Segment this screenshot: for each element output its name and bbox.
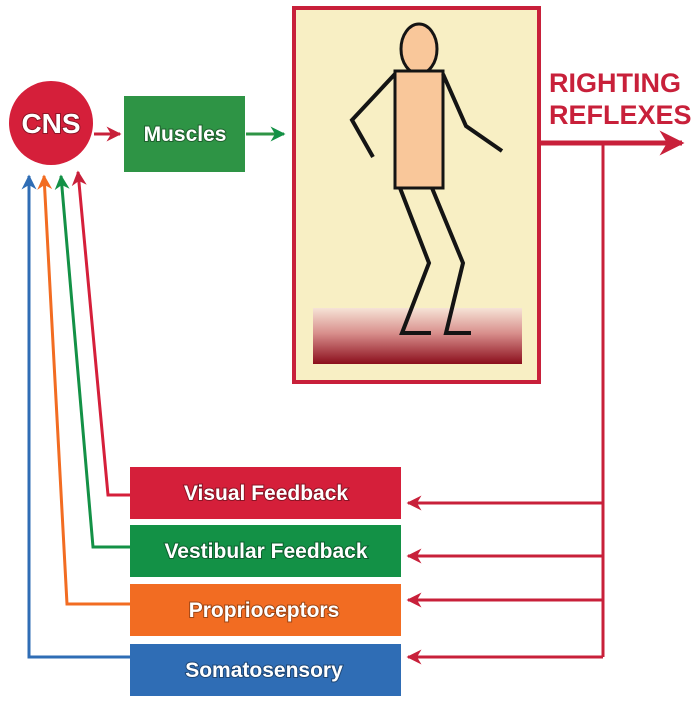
ground-surface xyxy=(313,308,522,364)
muscles-box xyxy=(124,96,245,172)
vestibular-box xyxy=(130,525,401,577)
righting-reflexes: RIGHTING REFLEXES xyxy=(539,68,692,156)
figure-left-leg xyxy=(398,187,432,335)
cns-node: CNS xyxy=(9,81,93,165)
somatosensory-return-arrow xyxy=(21,174,131,659)
feedback-vestibular: Vestibular Feedback xyxy=(130,525,401,577)
proprioceptors-return-arrow xyxy=(37,174,131,606)
figure-panel xyxy=(292,6,541,384)
feedback-proprioceptors: Proprioceptors xyxy=(130,584,401,636)
feedback-somatosensory: Somatosensory xyxy=(130,644,401,696)
proprioceptors-box xyxy=(130,584,401,636)
reflex-label-line2: REFLEXES xyxy=(549,100,692,130)
vestibular-return-arrow xyxy=(54,174,131,549)
muscles-node: Muscles xyxy=(124,96,245,172)
cns-circle xyxy=(9,81,93,165)
muscles-label: Muscles xyxy=(144,123,227,146)
cns-label: CNS xyxy=(21,108,80,139)
visual-box xyxy=(130,467,401,519)
stick-figure xyxy=(349,22,504,335)
figure-head xyxy=(399,22,439,76)
reflex-label-line1: RIGHTING xyxy=(549,68,681,98)
vestibular-label: Vestibular Feedback xyxy=(164,540,367,563)
figure-left-arm xyxy=(349,72,397,158)
visual-return-arrow xyxy=(71,170,131,497)
figure-right-arm xyxy=(441,73,504,153)
figure-body xyxy=(393,69,445,190)
visual-label: Visual Feedback xyxy=(184,482,349,505)
somatosensory-label: Somatosensory xyxy=(185,659,343,682)
somatosensory-box xyxy=(130,644,401,696)
feedback-visual: Visual Feedback xyxy=(130,467,401,519)
figure-right-leg xyxy=(430,187,471,335)
proprioceptors-label: Proprioceptors xyxy=(189,599,340,622)
